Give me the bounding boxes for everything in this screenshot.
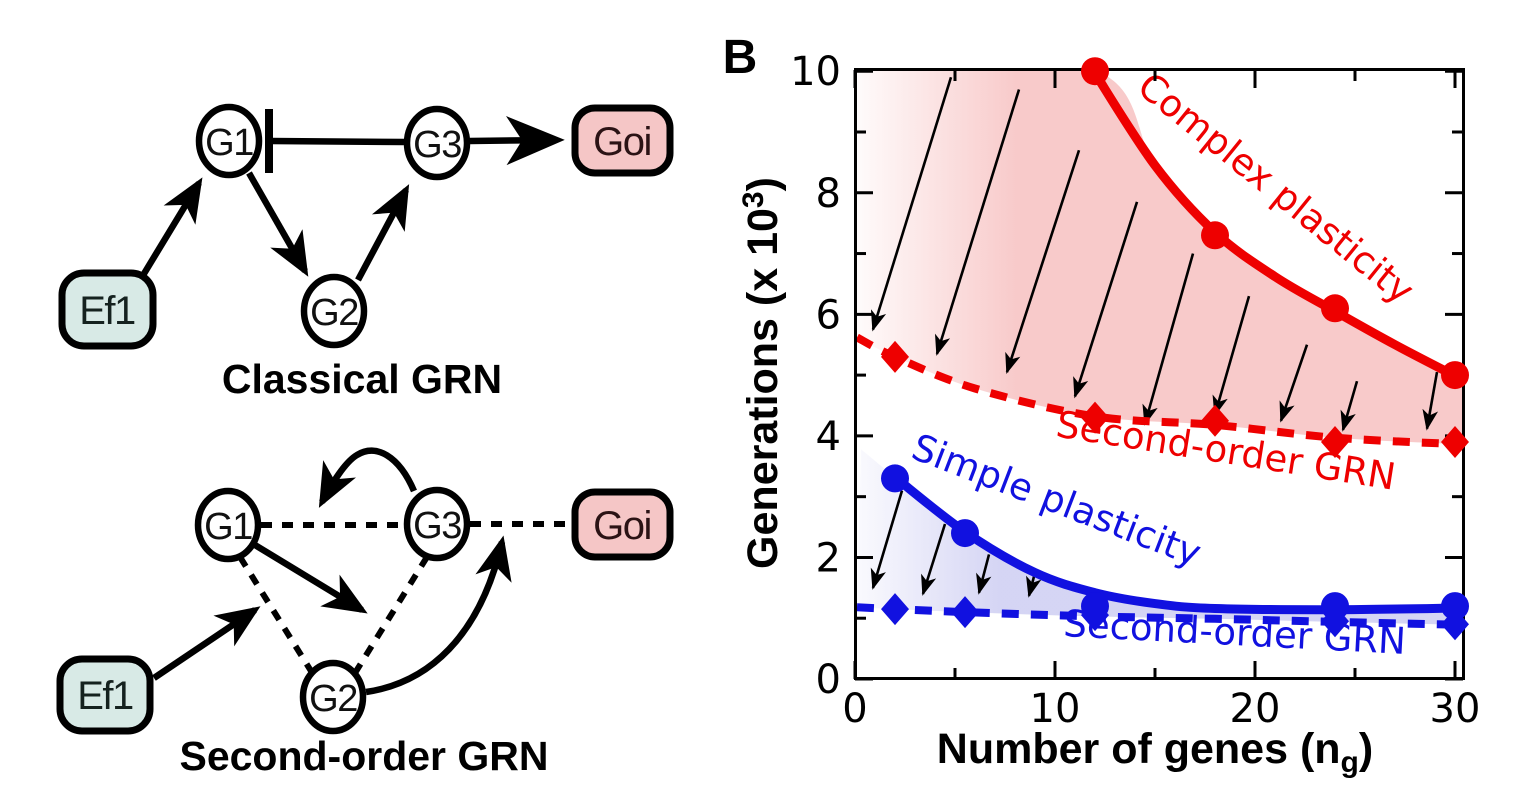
region-blue-fill xyxy=(857,449,1463,625)
trajectory-arrow-red-1 xyxy=(934,89,1021,356)
y-axis-title: Generations (x 103) xyxy=(737,177,787,569)
trajectory-arrow-blue-1 xyxy=(921,523,947,596)
trajectory-arrow-red-2 xyxy=(1005,149,1081,375)
node-g3 xyxy=(403,105,471,181)
trajectory-arrow-red-3 xyxy=(1073,201,1139,399)
x-tick-label-20: 20 xyxy=(1230,686,1281,732)
x-tick-label-10: 10 xyxy=(1030,686,1081,732)
y-tick-label-6: 6 xyxy=(816,292,841,338)
marker-diamond xyxy=(1321,425,1349,458)
x-axis-title-main: Number of genes (n xyxy=(937,725,1341,773)
classical-grn-diagram: G1 G3 G2 Ef1 Goi Classical GRN xyxy=(58,103,674,402)
series-3-markers xyxy=(881,593,1469,641)
trajectory-arrow-red-4 xyxy=(1142,253,1195,426)
node-g3 xyxy=(403,486,471,562)
trajectory-arrow-red-7 xyxy=(1340,380,1359,432)
x-axis-title-close: ) xyxy=(1359,725,1373,773)
x-axis-title: Number of genes (ng) xyxy=(937,725,1373,779)
node-g1-label: G1 xyxy=(204,506,252,548)
marker-diamond xyxy=(1081,401,1109,434)
node-g2 xyxy=(300,273,368,349)
series-1-markers xyxy=(881,340,1469,458)
trajectory-arrow-red-8 xyxy=(1422,371,1439,431)
marker-circle xyxy=(1441,361,1469,390)
node-g2 xyxy=(299,659,367,735)
marker-diamond xyxy=(951,596,979,629)
trajectory-arrow-blue-2 xyxy=(976,554,992,595)
trajectory-arrow-red-5 xyxy=(1212,295,1251,417)
y-tick-label-4: 4 xyxy=(816,414,841,460)
node-goi-label: Goi xyxy=(593,504,651,548)
edge-g3-g2-dashed xyxy=(352,555,430,675)
trajectory-arrow-red-6 xyxy=(1279,344,1309,423)
marker-diamond xyxy=(881,340,909,373)
marker-circle xyxy=(881,464,909,493)
second-order-grn-title: Second-order GRN xyxy=(179,733,548,779)
node-ef1-label: Ef1 xyxy=(77,674,133,718)
node-g1-label: G1 xyxy=(205,122,253,164)
y-tick-label-10: 10 xyxy=(790,49,841,95)
classical-grn-title: Classical GRN xyxy=(222,356,502,402)
marker-diamond xyxy=(1321,605,1349,638)
y-axis-title-close: ) xyxy=(739,177,787,191)
marker-circle xyxy=(951,519,979,548)
chart-panel-b: B Generations (x 103) Number of genes (n… xyxy=(723,31,1481,779)
marker-diamond xyxy=(881,593,909,626)
second-order-grn-diagram: G1 G3 G2 Ef1 Goi Second-order GRN xyxy=(56,447,674,779)
edge-g3-activates-goi xyxy=(469,116,565,166)
node-g3-label: G3 xyxy=(413,505,461,547)
node-ef1-label: Ef1 xyxy=(79,289,135,333)
node-goi-label: Goi xyxy=(593,120,651,164)
marker-circle xyxy=(1321,294,1349,323)
y-tick-label-2: 2 xyxy=(816,535,841,581)
trajectory-arrow-blue-0 xyxy=(870,490,904,590)
edge-g1-activates-g2 xyxy=(246,171,309,277)
y-tick-label-8: 8 xyxy=(816,171,841,217)
edge-g2-activates-g3 xyxy=(355,184,410,282)
y-tick-label-0: 0 xyxy=(816,657,841,703)
trajectory-arrow-red-0 xyxy=(870,76,953,332)
node-g2-label: G2 xyxy=(310,292,358,334)
marker-circle xyxy=(1201,221,1229,250)
node-g3-label: G3 xyxy=(413,124,461,166)
marker-diamond xyxy=(1201,404,1229,437)
series-0-curve xyxy=(1088,65,1468,385)
region-fills xyxy=(857,69,1463,625)
edge-ef1-activates-g1 xyxy=(139,177,203,279)
marker-diamond xyxy=(1441,608,1469,641)
series-0-markers xyxy=(1081,57,1469,390)
edge-g1-activates-g3g2-interaction xyxy=(253,542,368,614)
x-axis-title-subscript: g xyxy=(1341,746,1359,779)
marker-circle xyxy=(1081,57,1109,86)
y-axis-title-main: Generations (x 10 xyxy=(739,208,787,569)
edge-ef1-activates-g1g2-interaction xyxy=(152,606,261,681)
edge-g3-activates-g1g3-interaction xyxy=(318,447,417,508)
edge-g3-inhibits-g1-shaft xyxy=(270,137,405,146)
node-ef1 xyxy=(58,269,157,350)
x-tick-label-30: 30 xyxy=(1430,686,1481,732)
node-g1 xyxy=(194,487,262,563)
x-tick-label-0: 0 xyxy=(842,686,867,732)
node-goi xyxy=(571,104,674,177)
region-red-fill xyxy=(857,69,1463,445)
marker-diamond xyxy=(1081,599,1109,632)
node-g2-label: G2 xyxy=(309,678,357,720)
node-ef1 xyxy=(56,655,154,735)
panel-b-label: B xyxy=(723,31,758,84)
marker-diamond xyxy=(1441,425,1469,458)
marker-circle xyxy=(1441,592,1469,621)
edge-g2-activates-g3goi-interaction xyxy=(365,535,512,696)
y-axis-title-superscript: 3 xyxy=(737,191,770,208)
node-g1 xyxy=(195,103,263,179)
edge-g1-g2-dashed xyxy=(237,555,314,673)
node-goi xyxy=(571,488,674,561)
trajectory-arrows xyxy=(870,76,1439,598)
